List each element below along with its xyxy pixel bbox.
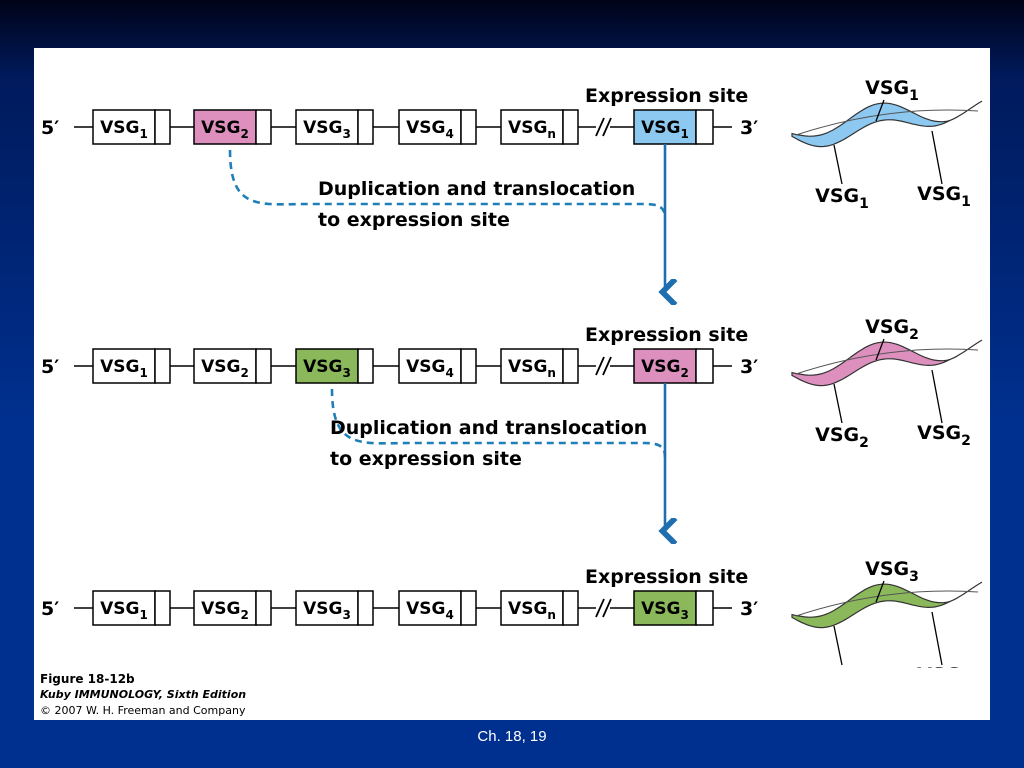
three-prime-label: 3′	[740, 356, 758, 378]
figure-number: Figure 18-12b	[40, 672, 135, 686]
leader-line	[931, 611, 943, 666]
vsg-gene-label: VSG4	[406, 357, 454, 380]
trypanosome-illustration: VSG3VSG3VSG3	[791, 558, 983, 693]
vsg-gene-label: VSG4	[406, 118, 454, 141]
leader-line	[875, 580, 885, 603]
vsg-gene-label: VSGn	[508, 357, 556, 380]
vsg-gene-box: VSG3	[295, 590, 374, 626]
five-prime-label: 5′	[41, 356, 59, 378]
break-mark	[602, 598, 612, 618]
transition-text: Duplication and translocation	[318, 178, 635, 200]
trypanosome-body	[791, 100, 983, 148]
expression-site-label: Expression site	[585, 324, 748, 346]
translocation-path	[228, 149, 667, 219]
surface-vsg-label: VSG2	[917, 422, 971, 449]
leader-line	[931, 369, 943, 424]
vsg-gene-label: VSG1	[100, 599, 148, 622]
surface-vsg-label: VSG3	[865, 558, 919, 585]
five-prime-label: 5′	[41, 117, 59, 139]
expressed-vsg-label: VSG3	[641, 599, 689, 622]
surface-vsg-label: VSG1	[815, 185, 869, 212]
vsg-gene-box: VSG1	[92, 109, 171, 145]
expressed-vsg-label: VSG2	[641, 357, 689, 380]
vsg-gene-label: VSG1	[100, 118, 148, 141]
surface-vsg-label: VSG2	[865, 316, 919, 343]
leader-line	[875, 99, 885, 122]
vsg-gene-label: VSG3	[303, 118, 351, 141]
expression-site-label: Expression site	[585, 566, 748, 588]
leader-line	[833, 383, 843, 424]
leader-line	[833, 144, 843, 185]
vsg-gene-box: VSGn	[500, 348, 579, 384]
surface-vsg-label: VSG1	[865, 77, 919, 104]
vsg-gene-box: VSG1	[92, 590, 171, 626]
vsg-gene-label: VSGn	[508, 118, 556, 141]
translocation-step-2: Duplication and translocation to expressi…	[330, 383, 665, 531]
vsg-gene-box: VSG2	[193, 109, 272, 145]
vsg-gene-label: VSG1	[100, 357, 148, 380]
break-mark	[602, 356, 612, 376]
vsg-gene-box: VSG3	[295, 109, 374, 145]
vsg-gene-label: VSGn	[508, 599, 556, 622]
vsg-gene-box: VSG3	[295, 348, 374, 384]
figure-source: Kuby IMMUNOLOGY, Sixth Edition	[40, 688, 247, 701]
vsg-gene-box: VSG4	[398, 348, 477, 384]
surface-vsg-label: VSG1	[917, 183, 971, 210]
vsg-gene-label: VSG3	[303, 357, 351, 380]
undulating-membrane	[795, 590, 979, 617]
undulating-membrane	[795, 109, 979, 136]
translocation-step-1: Duplication and translocation to expressi…	[228, 144, 667, 292]
transition-text: Duplication and translocation	[330, 417, 647, 439]
break-mark	[602, 117, 612, 137]
vsg-gene-box: VSG2	[193, 590, 272, 626]
transition-text: to expression site	[330, 448, 522, 470]
surface-vsg-label: VSG2	[815, 424, 869, 451]
translocation-path	[330, 388, 667, 458]
break-mark	[595, 356, 605, 376]
expression-site-box: VSG3	[633, 590, 714, 626]
slide-footer: Ch. 18, 19	[477, 728, 547, 745]
figure-copyright: © 2007 W. H. Freeman and Company	[40, 704, 246, 717]
surface-vsg-label: VSG3	[815, 666, 869, 668]
break-mark	[595, 598, 605, 618]
expression-site-box: VSG2	[633, 348, 714, 384]
undulating-membrane	[795, 348, 979, 375]
vsg-gene-box: VSGn	[500, 109, 579, 145]
vsg-gene-box: VSG4	[398, 590, 477, 626]
expressed-vsg-label: VSG1	[641, 118, 689, 141]
surface-vsg-label: VSG3	[917, 664, 971, 668]
trypanosome-body	[791, 339, 983, 387]
five-prime-label: 5′	[41, 598, 59, 620]
trypanosome-body	[791, 581, 983, 629]
expression-site-label: Expression site	[585, 85, 748, 107]
vsg-gene-label: VSG2	[201, 357, 249, 380]
vsg-gene-box: VSGn	[500, 590, 579, 626]
vsg-gene-box: VSG1	[92, 348, 171, 384]
vsg-gene-label: VSG2	[201, 118, 249, 141]
vsg-gene-label: VSG3	[303, 599, 351, 622]
vsg-gene-label: VSG2	[201, 599, 249, 622]
transition-text: to expression site	[318, 209, 510, 231]
leader-line	[931, 130, 943, 185]
vsg-gene-label: VSG4	[406, 599, 454, 622]
leader-line	[833, 625, 843, 666]
leader-line	[875, 338, 885, 361]
expression-site-box: VSG1	[633, 109, 714, 145]
vsg-gene-box: VSG4	[398, 109, 477, 145]
three-prime-label: 3′	[740, 598, 758, 620]
break-mark	[595, 117, 605, 137]
vsg-gene-box: VSG2	[193, 348, 272, 384]
three-prime-label: 3′	[740, 117, 758, 139]
